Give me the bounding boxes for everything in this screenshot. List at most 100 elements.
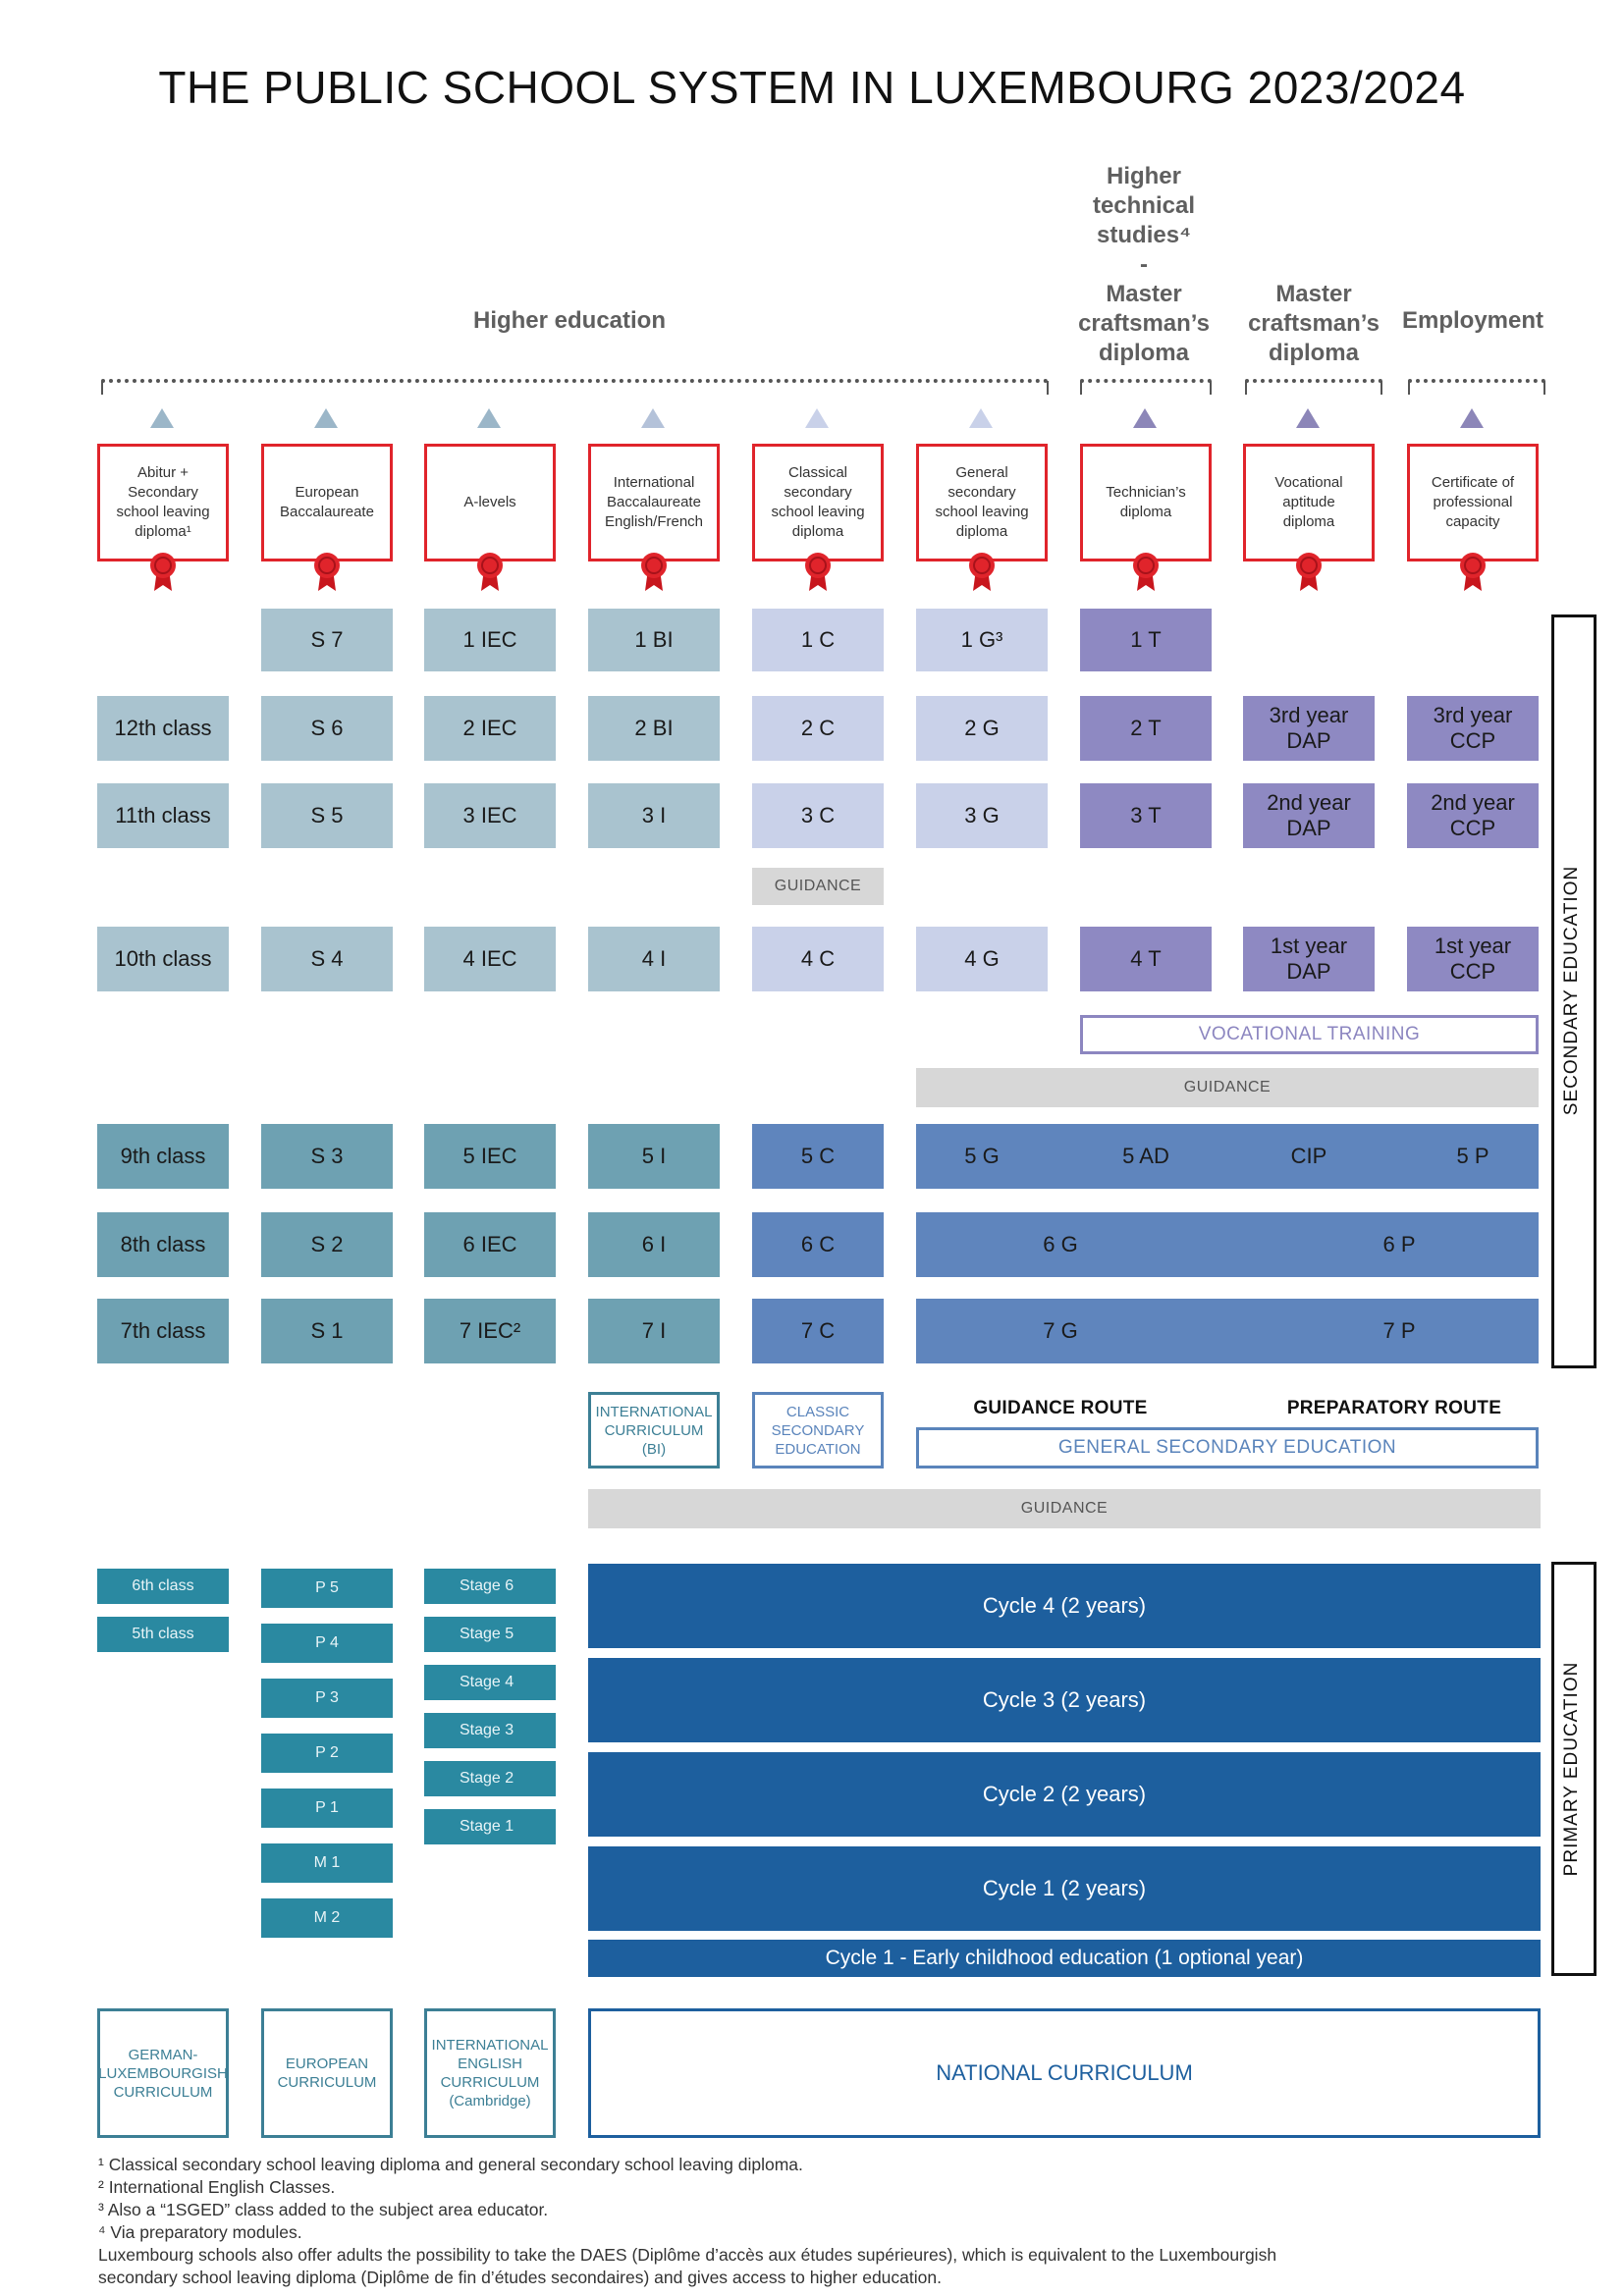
class-cell: 7 G [1043, 1318, 1078, 1343]
arrow-up-icon [805, 408, 829, 428]
seal-icon [1296, 553, 1322, 591]
primary-class-cell: Stage 3 [424, 1713, 556, 1748]
outcome-employment: Employment [1401, 307, 1544, 334]
class-cell: 5 G [964, 1144, 1000, 1168]
class-cell: 3 T [1080, 783, 1212, 848]
general-secondary-label: GENERAL SECONDARY EDUCATION [916, 1427, 1539, 1468]
class-cell: 4 I [588, 927, 720, 991]
arrow-up-icon [477, 408, 501, 428]
diploma-european-bacc: European Baccalaureate [261, 444, 393, 561]
diploma-technician: Technician’s diploma [1080, 444, 1212, 561]
seal-icon [477, 553, 503, 591]
class-cell: 1 C [752, 609, 884, 671]
class-cell: 3rd year CCP [1407, 696, 1539, 761]
class-cell: 1 G³ [916, 609, 1048, 671]
class-cell: 1 T [1080, 609, 1212, 671]
diploma-a-levels: A-levels [424, 444, 556, 561]
class-cell: 6 P [1382, 1232, 1416, 1256]
class-cell: S 5 [261, 783, 393, 848]
class-cell: 3 I [588, 783, 720, 848]
footnote: ⁴ Via preparatory modules. [98, 2222, 302, 2242]
primary-class-cell: Stage 1 [424, 1809, 556, 1844]
seal-icon [150, 553, 176, 591]
general-secondary-band [916, 1124, 1539, 1189]
class-cell: 7 IEC² [424, 1299, 556, 1363]
primary-class-cell: Stage 5 [424, 1617, 556, 1652]
primary-class-cell: M 1 [261, 1843, 393, 1883]
class-cell: 7th class [97, 1299, 229, 1363]
class-cell: 6 IEC [424, 1212, 556, 1277]
bracket-master-craftsman [1245, 379, 1382, 395]
class-cell: 2 G [916, 696, 1048, 761]
bracket-employment [1408, 379, 1545, 395]
cycle-band: Cycle 1 (2 years) [588, 1846, 1541, 1931]
class-cell: S 3 [261, 1124, 393, 1189]
class-cell: 5 IEC [424, 1124, 556, 1189]
class-cell: 10th class [97, 927, 229, 991]
class-cell: S 1 [261, 1299, 393, 1363]
diploma-abitur: Abitur + Secondary school leaving diplom… [97, 444, 229, 561]
arrow-up-icon [314, 408, 338, 428]
footnote: secondary school leaving diploma (Diplôm… [98, 2268, 942, 2287]
classic-secondary-label: CLASSIC SECONDARY EDUCATION [752, 1392, 884, 1468]
diploma-classical: Classical secondary school leaving diplo… [752, 444, 884, 561]
primary-class-cell: Stage 6 [424, 1569, 556, 1604]
primary-education-bracket [1551, 1562, 1597, 1976]
footnote: ³ Also a “1SGED” class added to the subj… [98, 2200, 549, 2219]
primary-class-cell: P 3 [261, 1679, 393, 1718]
footnote: ² International English Classes. [98, 2177, 336, 2197]
primary-class-cell: Stage 2 [424, 1761, 556, 1796]
bracket-higher-education [101, 379, 1049, 395]
diploma-general: General secondary school leaving diploma [916, 444, 1048, 561]
national-curriculum: NATIONAL CURRICULUM [588, 2008, 1541, 2138]
class-cell: 2nd year DAP [1243, 783, 1375, 848]
international-english-curriculum: INTERNATIONAL ENGLISH CURRICULUM (Cambri… [424, 2008, 556, 2138]
general-secondary-band [916, 1212, 1539, 1277]
cycle-band: Cycle 2 (2 years) [588, 1752, 1541, 1837]
class-cell: 6 G [1043, 1232, 1078, 1256]
secondary-education-bracket [1551, 614, 1597, 1368]
class-cell: 2 BI [588, 696, 720, 761]
guidance-route-label: GUIDANCE ROUTE [973, 1398, 1148, 1418]
class-cell: 2 IEC [424, 696, 556, 761]
class-cell: S 4 [261, 927, 393, 991]
seal-icon [969, 553, 995, 591]
german-luxembourgish-curriculum: GERMAN- LUXEMBOURGISH CURRICULUM [97, 2008, 229, 2138]
primary-class-cell: M 2 [261, 1898, 393, 1938]
class-cell: 3rd year DAP [1243, 696, 1375, 761]
class-cell: 5 AD [1122, 1144, 1169, 1168]
class-cell: 1st year DAP [1243, 927, 1375, 991]
guidance-label: GUIDANCE [916, 1068, 1539, 1107]
arrow-up-icon [150, 408, 174, 428]
secondary-education-label: SECONDARY EDUCATION [1561, 865, 1582, 1116]
class-cell: 1st year CCP [1407, 927, 1539, 991]
guidance-label: GUIDANCE [752, 868, 884, 905]
outcome-higher-education: Higher education [472, 307, 667, 334]
class-cell: CIP [1290, 1144, 1327, 1168]
diploma-international-bacc: International Baccalaureate English/Fren… [588, 444, 720, 561]
arrow-up-icon [969, 408, 993, 428]
class-cell: 3 C [752, 783, 884, 848]
class-cell: 2 T [1080, 696, 1212, 761]
primary-class-cell: P 4 [261, 1624, 393, 1663]
primary-class-cell: 5th class [97, 1617, 229, 1652]
seal-icon [1460, 553, 1486, 591]
class-cell: 8th class [97, 1212, 229, 1277]
primary-class-cell: P 1 [261, 1789, 393, 1828]
arrow-up-icon [1460, 408, 1484, 428]
class-cell: 4 C [752, 927, 884, 991]
class-cell: 2nd year CCP [1407, 783, 1539, 848]
primary-class-cell: Stage 4 [424, 1665, 556, 1700]
primary-education-label: PRIMARY EDUCATION [1561, 1661, 1582, 1877]
cycle-band: Cycle 4 (2 years) [588, 1564, 1541, 1648]
vocational-training-label: VOCATIONAL TRAINING [1080, 1015, 1539, 1054]
outcome-higher-technical: Higher technical studies⁴ - Master craft… [1078, 163, 1210, 366]
cycle-band: Cycle 1 - Early childhood education (1 o… [588, 1940, 1541, 1977]
primary-class-cell: P 2 [261, 1734, 393, 1773]
class-cell: 9th class [97, 1124, 229, 1189]
seal-icon [1133, 553, 1159, 591]
cycle-band: Cycle 3 (2 years) [588, 1658, 1541, 1742]
class-cell: 2 C [752, 696, 884, 761]
class-cell: 4 T [1080, 927, 1212, 991]
guidance-label: GUIDANCE [588, 1489, 1541, 1528]
